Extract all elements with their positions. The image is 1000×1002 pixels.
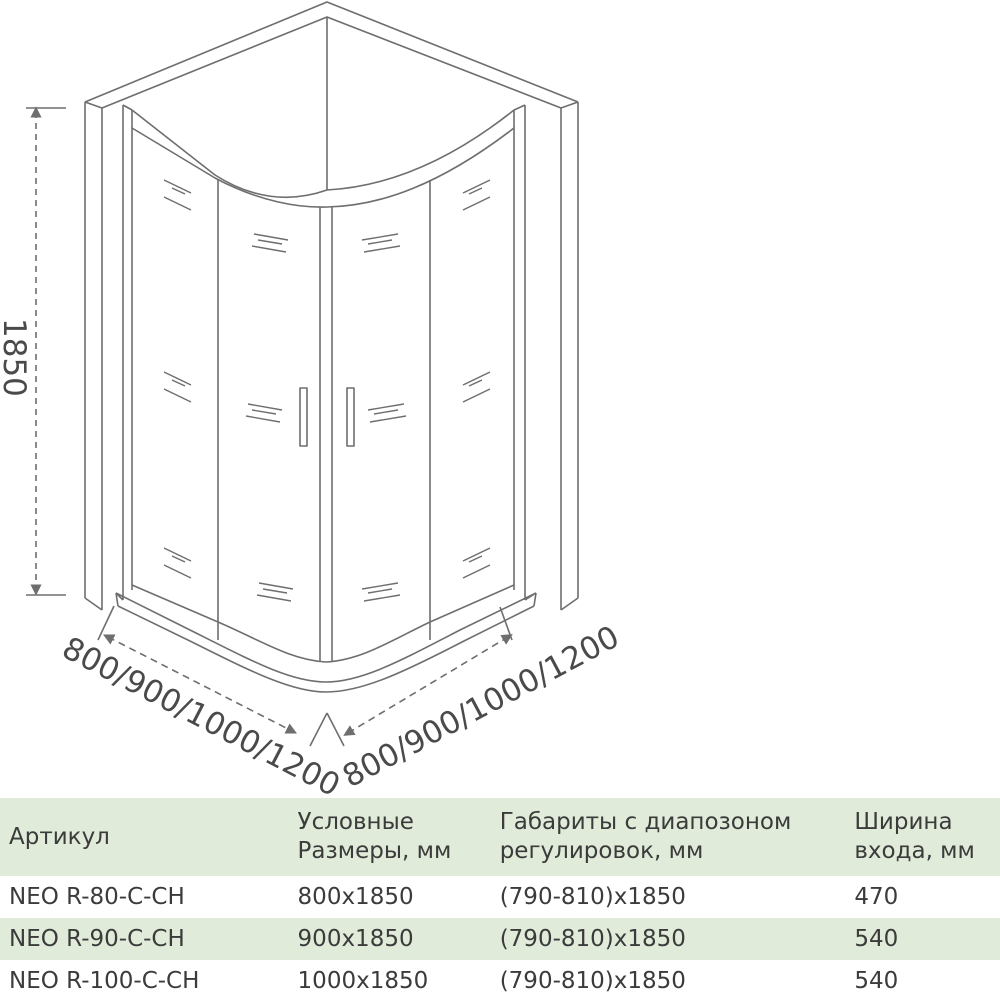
left-door-handle: [299, 387, 308, 447]
header-adjust-range: Габариты с диапозоном регулировок, мм: [491, 798, 846, 876]
glass-reflection-marks: [163, 179, 491, 602]
header-entry-line2: входа, мм: [854, 838, 975, 864]
table-header-row: Артикул Условные Размеры, мм Габариты с …: [0, 798, 1000, 876]
cell-article: NEO R-90-C-CH: [9, 925, 185, 952]
header-entry-width: Ширина входа, мм: [845, 798, 1000, 876]
header-range-line1: Габариты с диапозоном: [499, 809, 792, 835]
enclosure-diagram: 1850 800/900/1000/1200 800/900/1000/1200: [0, 1, 625, 800]
shower-tray: [115, 584, 537, 693]
height-dimension: [26, 106, 66, 596]
cell-article: NEO R-80-C-CH: [9, 883, 185, 910]
table-row: NEO R-100-C-CH 1000x1850 (790-810)x1850 …: [0, 960, 1000, 1002]
width-dimensions: [97, 605, 513, 747]
header-article: Артикул: [9, 823, 110, 850]
left-profile: [122, 104, 133, 600]
cell-nominal: 800x1850: [297, 883, 414, 910]
cell-entry: 540: [854, 925, 899, 952]
header-nominal-line2: Размеры, мм: [297, 838, 452, 864]
header-range-line2: регулировок, мм: [499, 838, 704, 864]
table-row: NEO R-90-C-CH 900x1850 (790-810)x1850 54…: [0, 918, 1000, 960]
cell-nominal: 900x1850: [297, 925, 414, 952]
cell-entry: 470: [854, 883, 899, 910]
right-profile: [513, 104, 526, 600]
spec-table: Артикул Условные Размеры, мм Габариты с …: [0, 798, 1000, 1002]
header-nominal-size: Условные Размеры, мм: [289, 798, 491, 876]
cell-article: NEO R-100-C-CH: [9, 967, 200, 994]
cell-entry: 540: [854, 967, 899, 994]
glass-panels: [217, 180, 431, 662]
wall-outline: [84, 1, 579, 611]
cell-range: (790-810)x1850: [499, 925, 686, 952]
top-rail: [131, 109, 515, 208]
height-label: 1850: [0, 318, 32, 397]
right-door-handle: [346, 387, 355, 447]
cell-range: (790-810)x1850: [499, 967, 686, 994]
header-entry-line1: Ширина: [854, 809, 953, 835]
table-row: NEO R-80-C-CH 800x1850 (790-810)x1850 47…: [0, 876, 1000, 918]
cell-nominal: 1000x1850: [297, 967, 429, 994]
header-nominal-line1: Условные: [297, 809, 414, 835]
left-width-label: 800/900/1000/1200: [56, 630, 345, 800]
cell-range: (790-810)x1850: [499, 883, 686, 910]
right-width-label: 800/900/1000/1200: [337, 619, 625, 795]
